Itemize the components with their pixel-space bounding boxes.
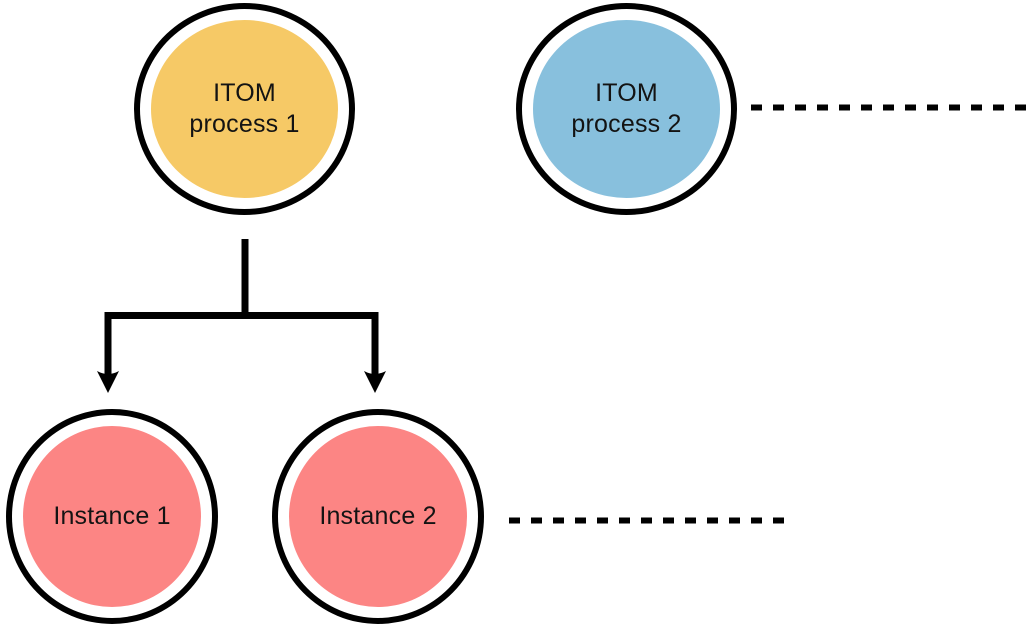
node-itom-process-2: ITOM process 2 [516, 3, 737, 215]
node-instance-1: Instance 1 [6, 409, 218, 624]
node-label: ITOM process 1 [189, 78, 299, 141]
node-label-line1: Instance 1 [53, 501, 171, 530]
node-label: ITOM process 2 [571, 78, 681, 141]
node-label-line1: Instance 2 [319, 501, 437, 530]
node-label: Instance 2 [319, 501, 436, 532]
left-arrowhead-icon [97, 371, 119, 393]
node-label-line2: process 1 [189, 110, 300, 138]
node-fill: Instance 1 [23, 426, 201, 607]
right-arrowhead-icon [364, 371, 386, 393]
node-instance-2: Instance 2 [272, 409, 484, 624]
node-label-line1: ITOM [213, 78, 276, 107]
node-label-line1: ITOM [595, 78, 658, 107]
node-label: Instance 1 [53, 501, 170, 532]
node-fill: ITOM process 2 [533, 20, 720, 198]
node-fill: ITOM process 1 [151, 20, 338, 198]
node-fill: Instance 2 [289, 426, 467, 607]
node-label-line2: process 2 [571, 110, 682, 138]
node-itom-process-1: ITOM process 1 [134, 3, 355, 215]
